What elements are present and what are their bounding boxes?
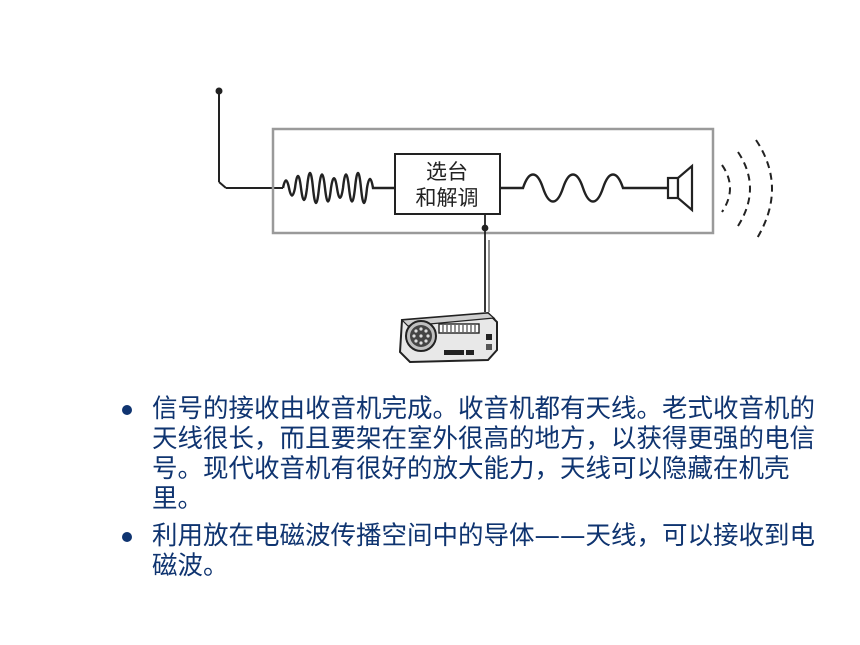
bullet-dot xyxy=(122,405,132,415)
bullet-text: 利用放在电磁波传播空间中的导体——天线，可以接收到电磁波。 xyxy=(152,521,816,581)
speaker-icon xyxy=(666,163,694,213)
audio-wave xyxy=(500,173,668,203)
sound-waves xyxy=(721,139,773,241)
box-label-line2: 和解调 xyxy=(416,186,479,210)
bullet-item: 信号的接收由收音机完成。收音机都有天线。老式收音机的天线很长，而且要架在室外很高… xyxy=(118,394,818,514)
bullet-dot xyxy=(122,532,132,542)
modulated-wave xyxy=(281,171,395,205)
box-label-line1: 选台 xyxy=(426,160,468,184)
radio-icon xyxy=(398,311,498,364)
radio-antenna xyxy=(481,214,490,312)
bullet-text: 信号的接收由收音机完成。收音机都有天线。老式收音机的天线很长，而且要架在室外很高… xyxy=(152,394,816,514)
bullet-item: 利用放在电磁波传播空间中的导体——天线，可以接收到电磁波。 xyxy=(118,521,818,581)
tuning-demodulation-box xyxy=(394,153,501,215)
bullet-list: 信号的接收由收音机完成。收音机都有天线。老式收音机的天线很长，而且要架在室外很高… xyxy=(118,394,818,588)
receiver-frame xyxy=(271,127,715,235)
radio-reception-diagram: 选台 和解调 xyxy=(215,87,773,364)
